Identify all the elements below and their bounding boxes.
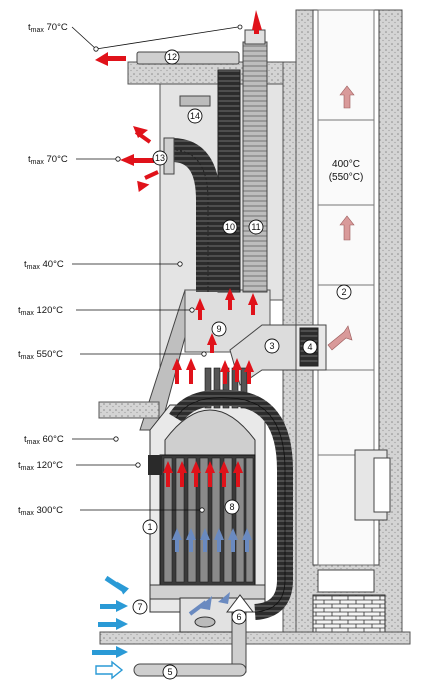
chimney-temp-line2: (550°C) bbox=[329, 172, 364, 183]
callout-14: 14 bbox=[190, 111, 200, 121]
flue-gas-arrow bbox=[327, 85, 355, 351]
temp-label-8: tmax 300°C bbox=[18, 505, 63, 517]
chimney-temp-line1: 400°C bbox=[332, 159, 360, 170]
callout-13: 13 bbox=[155, 153, 165, 163]
callout-7: 7 bbox=[137, 602, 142, 612]
temp-label-6: tmax 60°C bbox=[24, 434, 64, 446]
temp-label-2: tmax 70°C bbox=[28, 154, 68, 166]
temp-label-1: tmax 70°C bbox=[28, 22, 68, 34]
callout-3: 3 bbox=[269, 341, 274, 351]
vent-grille-14 bbox=[179, 95, 211, 107]
temp-label-5: tmax 550°C bbox=[18, 349, 63, 361]
callout-markers bbox=[132, 49, 352, 680]
temp-label-7: tmax 120°C bbox=[18, 460, 63, 472]
callout-numbers: 1 2 3 4 5 6 7 8 9 10 11 12 13 14 bbox=[137, 52, 346, 677]
leader-lines bbox=[71, 26, 239, 511]
temperature-labels: tmax 70°C tmax 70°C tmax 40°C tmax 120°C… bbox=[18, 22, 68, 517]
callout-11: 11 bbox=[251, 222, 260, 232]
callout-12: 12 bbox=[167, 52, 177, 62]
outside-air-pipe bbox=[133, 594, 255, 677]
callout-8: 8 bbox=[229, 502, 234, 512]
vent-grille-12 bbox=[136, 51, 240, 65]
callout-5: 5 bbox=[167, 667, 172, 677]
temp-label-4: tmax 120°C bbox=[18, 305, 63, 317]
callout-10: 10 bbox=[225, 222, 235, 232]
inlet-arrow-outline bbox=[95, 660, 124, 680]
callout-1: 1 bbox=[147, 522, 152, 532]
outside-air-inlet-arrow bbox=[92, 575, 129, 658]
callout-9: 9 bbox=[216, 324, 221, 334]
callout-4: 4 bbox=[307, 342, 312, 352]
temp-label-3: tmax 40°C bbox=[24, 259, 64, 271]
flue-pipe-11 bbox=[242, 41, 268, 293]
callout-6: 6 bbox=[236, 612, 241, 622]
hot-air-arrow bbox=[95, 10, 262, 192]
callout-2: 2 bbox=[341, 287, 346, 297]
hot-air-duct-10 bbox=[217, 69, 241, 293]
fireplace-insert bbox=[148, 404, 266, 633]
cold-air-arrow bbox=[172, 528, 252, 616]
leader-dots bbox=[93, 24, 243, 513]
